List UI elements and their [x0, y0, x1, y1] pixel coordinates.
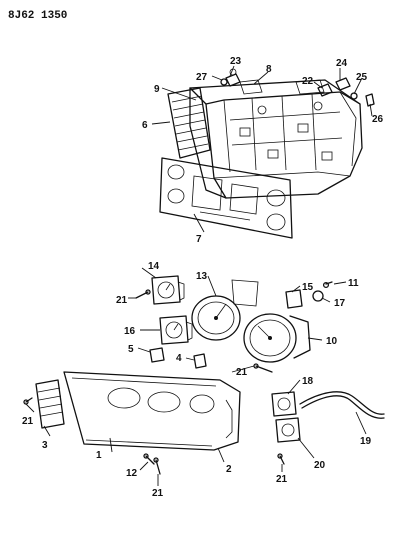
callout-2: 2 [226, 464, 232, 475]
callout-21-b: 21 [236, 367, 248, 378]
callouts: 23 27 8 22 24 25 26 9 6 7 14 13 21 16 5 … [22, 56, 384, 499]
gauge-16 [159, 315, 193, 345]
callout-18: 18 [302, 376, 314, 387]
clip-5 [149, 347, 165, 363]
gauge-10 [243, 313, 311, 363]
callout-13: 13 [196, 271, 208, 282]
lamp-17 [312, 290, 324, 302]
callout-15: 15 [302, 282, 314, 293]
gauge-20 [275, 417, 301, 443]
louver-3 [35, 379, 65, 429]
callout-16: 16 [124, 326, 136, 337]
callout-8: 8 [266, 64, 272, 75]
callout-1: 1 [96, 450, 102, 461]
callout-25: 25 [356, 72, 368, 83]
printed-circuit-plate [159, 157, 293, 239]
callout-19: 19 [360, 436, 372, 447]
callout-11: 11 [348, 278, 359, 289]
callout-21-d: 21 [152, 488, 164, 499]
callout-5: 5 [128, 344, 134, 355]
left-side-louver-panel [167, 87, 211, 159]
callout-21-a: 21 [116, 295, 128, 306]
callout-22: 22 [302, 76, 314, 87]
bulb-socket-22 [317, 83, 333, 97]
screw-11 [322, 281, 333, 289]
callout-4: 4 [176, 353, 182, 364]
callout-9: 9 [154, 84, 160, 95]
callout-17: 17 [334, 298, 346, 309]
callout-27: 27 [196, 72, 208, 83]
callout-23: 23 [230, 56, 242, 67]
callout-21-e: 21 [276, 474, 288, 485]
callout-6: 6 [142, 120, 148, 131]
document-id: 8J62 1350 [8, 10, 67, 22]
speedometer-13 [191, 279, 259, 341]
callout-3: 3 [42, 440, 48, 451]
cluster-bezel [63, 371, 241, 451]
gauge-14 [151, 275, 185, 305]
screw-21-e [277, 453, 285, 465]
clip-4 [193, 353, 207, 369]
callout-7: 7 [196, 234, 202, 245]
screw-21-b [253, 363, 273, 373]
gauge-18 [271, 391, 297, 417]
speedometer-cable-19 [299, 391, 385, 419]
bulb-27 [220, 78, 228, 86]
cluster-housing [189, 79, 363, 199]
callout-14: 14 [148, 261, 160, 272]
callout-12: 12 [126, 468, 138, 479]
bulb-socket-23 [225, 68, 241, 87]
leader-lines [25, 65, 373, 486]
screw-12 [143, 453, 155, 465]
bulb-socket-24 [335, 77, 351, 91]
connector-15 [285, 289, 303, 309]
screw-21-a [135, 289, 151, 299]
connector-26 [365, 93, 375, 107]
callout-20: 20 [314, 460, 326, 471]
screw-21-d [153, 457, 161, 475]
callout-10: 10 [326, 336, 338, 347]
callout-24: 24 [336, 58, 348, 69]
screw-21-c [23, 397, 33, 405]
callout-21-c: 21 [22, 416, 34, 427]
callout-26: 26 [372, 114, 384, 125]
